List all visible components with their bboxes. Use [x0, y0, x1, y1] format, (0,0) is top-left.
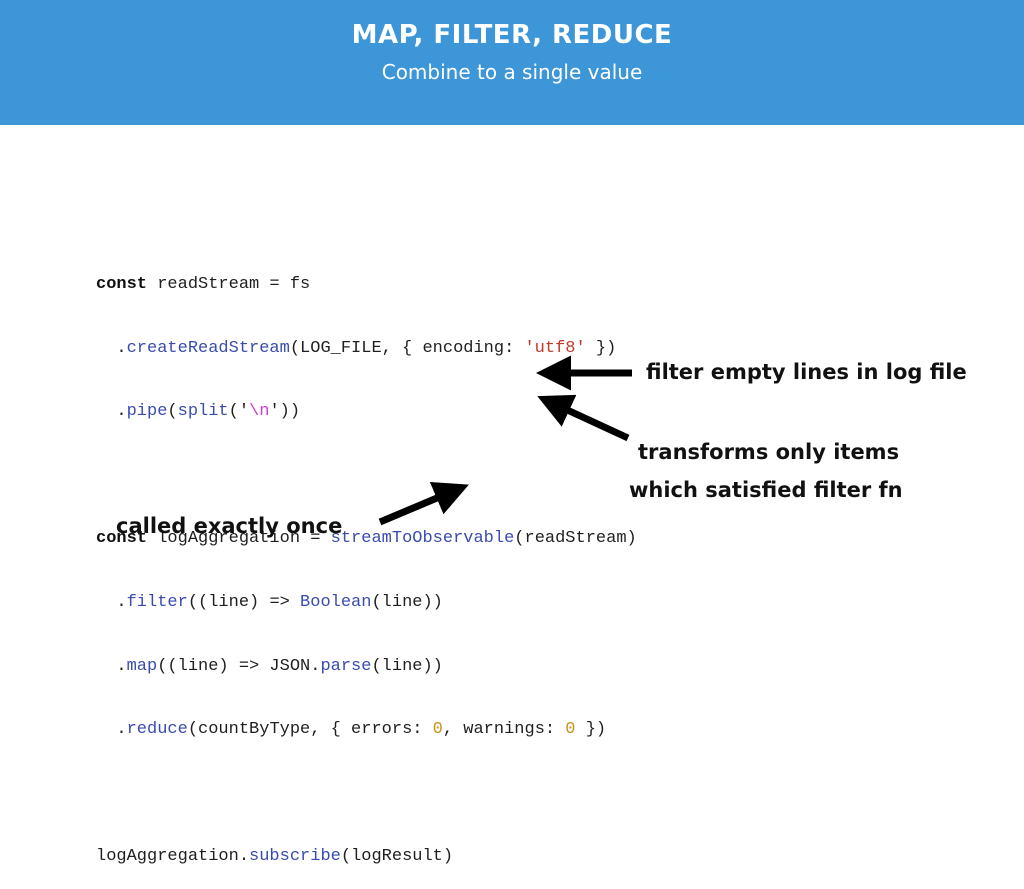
code-text: }) [575, 720, 607, 740]
arrows-layer [378, 355, 632, 526]
code-function: pipe [126, 402, 168, 422]
code-text: (LOG_FILE, { encoding: [289, 338, 525, 358]
code-line: logAggregation.subscribe(logResult) [96, 844, 637, 870]
code-function: reduce [126, 720, 188, 740]
code-text: . [96, 592, 127, 612]
code-number: 0 [565, 720, 576, 740]
code-text: (' [228, 402, 250, 422]
code-function: map [126, 656, 158, 676]
code-text: . [96, 402, 127, 422]
code-keyword: const [96, 275, 148, 294]
filter-annotation: filter empty lines in log file [646, 360, 967, 384]
code-text: ( [167, 402, 178, 422]
code-line: .map((line) => JSON.parse(line)) [96, 654, 637, 680]
code-text: (logResult) [340, 847, 454, 867]
code-text: . [96, 338, 127, 358]
code-text: ((line) => JSON. [157, 656, 321, 676]
code-text: (countByType, { errors: [187, 720, 433, 740]
code-keyword: const [96, 529, 148, 549]
code-text: . [96, 656, 127, 676]
code-line: const logAggregation = streamToObservabl… [96, 526, 637, 552]
code-function: createReadStream [126, 338, 290, 358]
code-line: .createReadStream(LOG_FILE, { encoding: … [96, 336, 637, 362]
slide-header: MAP, FILTER, REDUCE Combine to a single … [0, 0, 1024, 125]
code-text: }) [585, 338, 617, 358]
code-text: ')) [269, 402, 301, 422]
map-annotation-line2: which satisfied filter fn [629, 478, 903, 502]
code-text: (line)) [371, 592, 443, 612]
code-text: . [96, 720, 127, 740]
code-line: .reduce(countByType, { errors: 0, warnin… [96, 717, 637, 743]
code-function: parse [320, 656, 372, 676]
subscribe-annotation: called exactly once [116, 514, 343, 538]
code-escape: \n [249, 402, 270, 422]
code-function: filter [126, 592, 188, 612]
code-function: subscribe [249, 847, 341, 867]
arrow-icon [378, 482, 469, 526]
map-annotation-line1: transforms only items [638, 440, 900, 464]
code-function: streamToObservable [330, 529, 515, 549]
code-text: logAggregation. [96, 847, 250, 867]
slide-subtitle: Combine to a single value [381, 60, 643, 84]
code-function: split [177, 402, 229, 422]
code-text: (line)) [371, 656, 443, 676]
code-line: const readStream = fs [96, 272, 637, 298]
code-line: .pipe(split('\n')) [96, 399, 637, 425]
code-blank-line [96, 781, 637, 807]
code-text: readStream = fs [147, 275, 311, 294]
code-text: logAggregation = [147, 529, 331, 549]
code-number: 0 [432, 720, 443, 740]
slide-title: MAP, FILTER, REDUCE [351, 20, 673, 50]
code-text: (readStream) [514, 529, 637, 549]
code-function: Boolean [300, 592, 372, 612]
code-line: .filter((line) => Boolean(line)) [96, 590, 637, 616]
code-string: 'utf8' [524, 338, 586, 358]
code-text: ((line) => [187, 592, 301, 612]
arrow-icon [537, 394, 630, 442]
code-text: , warnings: [442, 720, 566, 740]
